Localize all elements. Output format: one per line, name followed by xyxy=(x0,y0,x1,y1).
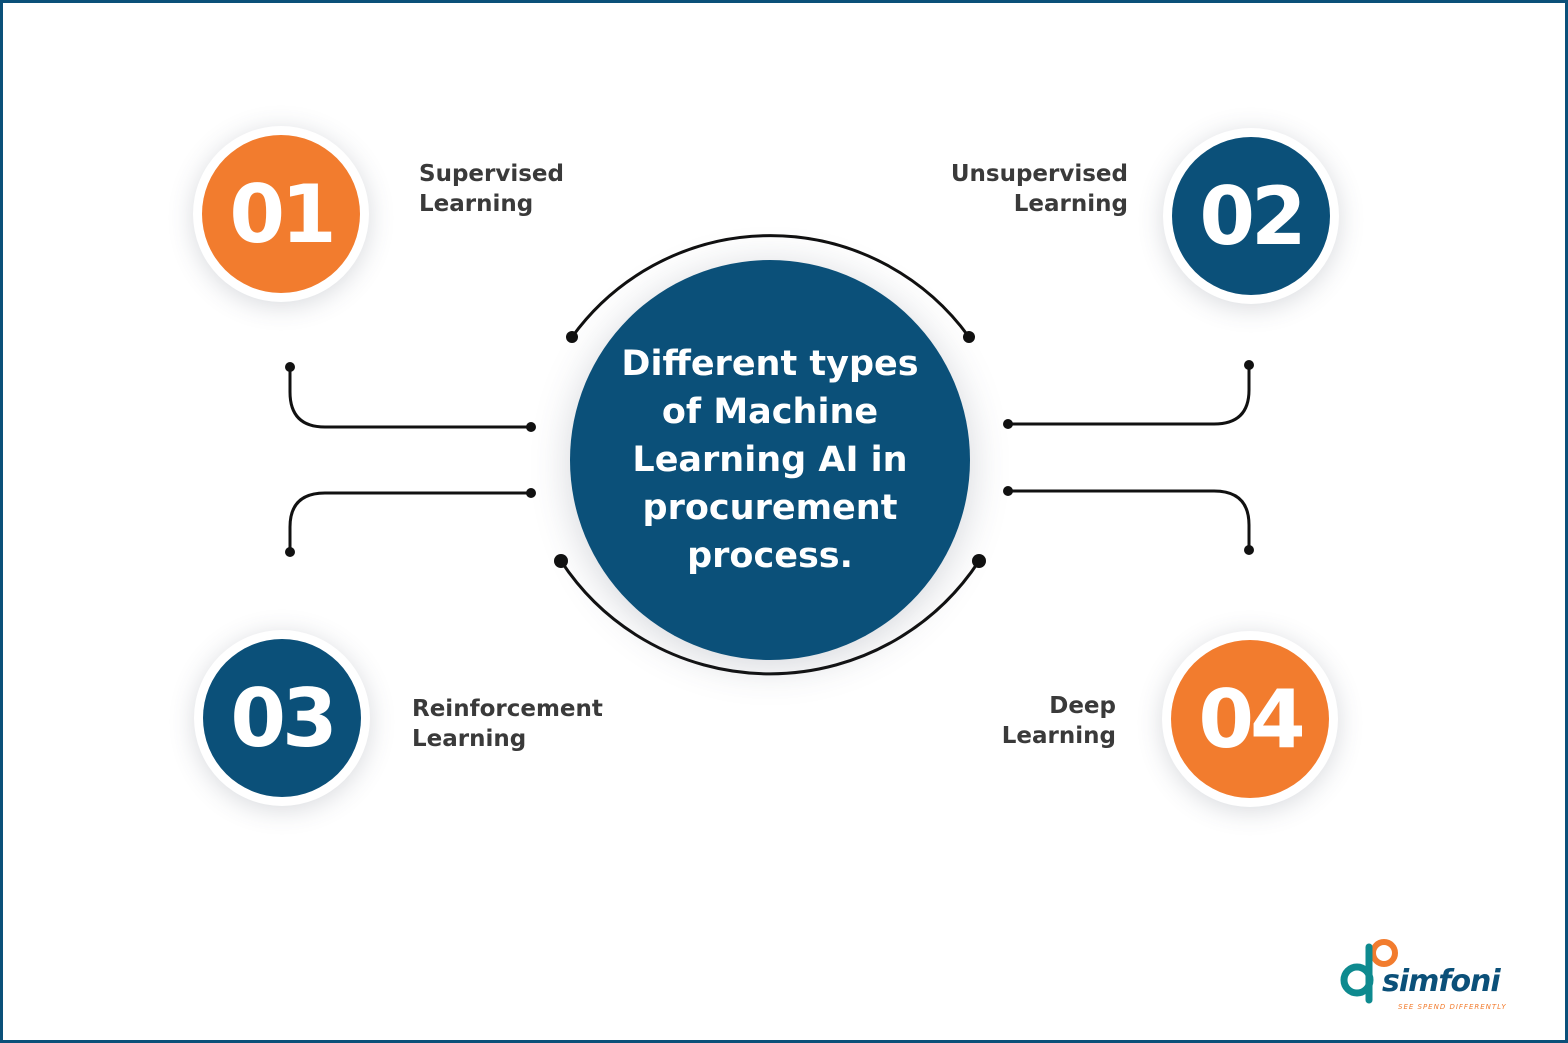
center-hub: Different types of Machine Learning AI i… xyxy=(570,260,970,660)
connector-03-end-dot xyxy=(285,547,295,557)
badge-01-number: 01 xyxy=(202,135,360,293)
connector-04 xyxy=(1006,489,1251,552)
arc-bottom xyxy=(559,559,981,676)
connector-01 xyxy=(288,365,533,429)
label-04-line2: Learning xyxy=(1001,723,1116,749)
connector-03 xyxy=(288,491,533,554)
connector-02 xyxy=(1006,363,1251,426)
badge-01: 01 xyxy=(193,126,369,302)
label-01-line1: Supervised xyxy=(419,161,564,187)
label-01: Supervised Learning xyxy=(419,159,659,219)
arc-bottom-left-dot xyxy=(554,554,568,568)
arc-top-left-dot xyxy=(566,331,578,343)
label-03: Reinforcement Learning xyxy=(412,694,652,754)
connector-04-start-dot xyxy=(1003,486,1013,496)
connector-02-end-dot xyxy=(1244,360,1254,370)
label-02-line2: Learning xyxy=(1013,191,1128,217)
label-02-line1: Unsupervised xyxy=(950,161,1128,187)
simfoni-logo: simfoni SEE SPEND DIFFERENTLY xyxy=(1336,934,1526,1014)
center-title: Different types of Machine Learning AI i… xyxy=(621,344,919,576)
label-02: Unsupervised Learning xyxy=(888,159,1128,219)
label-04: Deep Learning xyxy=(876,691,1116,751)
connector-01-end-dot xyxy=(285,362,295,372)
simfoni-logo-icon xyxy=(1340,939,1398,1004)
arc-bottom-right-dot xyxy=(972,554,986,568)
arc-top xyxy=(570,234,971,339)
label-04-line1: Deep xyxy=(1049,693,1116,719)
badge-02-number: 02 xyxy=(1172,137,1330,295)
connector-03-start-dot xyxy=(526,488,536,498)
badge-02: 02 xyxy=(1163,128,1339,304)
badge-03: 03 xyxy=(194,630,370,806)
arc-top-right-dot xyxy=(963,331,975,343)
label-01-line2: Learning xyxy=(419,191,534,217)
simfoni-logo-tagline: SEE SPEND DIFFERENTLY xyxy=(1398,1003,1507,1011)
connector-01-start-dot xyxy=(526,422,536,432)
simfoni-logo-word: simfoni xyxy=(1382,964,1501,999)
connector-02-start-dot xyxy=(1003,419,1013,429)
label-03-line2: Learning xyxy=(412,726,527,752)
badge-04-number: 04 xyxy=(1171,640,1329,798)
badge-04: 04 xyxy=(1162,631,1338,807)
connector-04-end-dot xyxy=(1244,545,1254,555)
badge-03-number: 03 xyxy=(203,639,361,797)
label-03-line1: Reinforcement xyxy=(412,696,603,722)
